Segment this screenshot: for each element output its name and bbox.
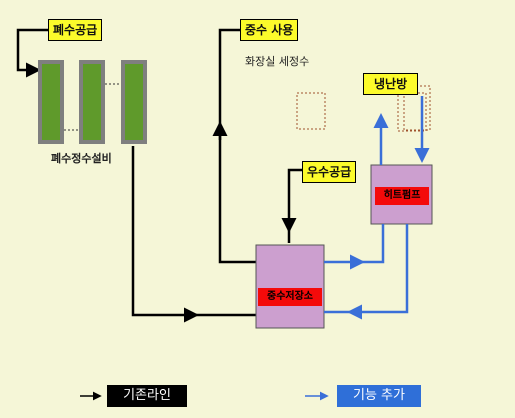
graywater-tank-tag: 중수저장소 <box>258 288 322 306</box>
tank-to-heatpump-upper-line <box>324 224 385 264</box>
filter-column-3 <box>121 60 147 144</box>
washroom-outline <box>296 92 326 130</box>
rainwater-supply-label: 우수공급 <box>302 161 357 183</box>
rainwater-supply-line <box>287 168 303 243</box>
filter-column-1 <box>38 60 64 144</box>
wastewater-feed-line <box>16 28 48 78</box>
graywater-use-label: 중수 사용 <box>240 19 299 41</box>
filter-column-2 <box>79 60 105 144</box>
facility-to-tank-line <box>131 146 257 317</box>
legend-added-function: 기능 추가 <box>337 385 421 407</box>
heat-pump-tag: 히트펌프 <box>375 187 429 205</box>
wastewater-facility-label: 폐수정수설비 <box>51 152 112 165</box>
tank-to-graywater-use-line <box>218 28 257 264</box>
heatpump-to-tank-lower-line <box>324 224 409 314</box>
graywater-tank <box>255 244 325 329</box>
graywater-use-detail: 화장실 세정수 <box>245 55 310 68</box>
cooling-heating-label: 냉난방 <box>363 73 419 95</box>
wastewater-supply-label: 폐수공급 <box>48 19 103 41</box>
legend-existing-line: 기존라인 <box>107 385 187 407</box>
